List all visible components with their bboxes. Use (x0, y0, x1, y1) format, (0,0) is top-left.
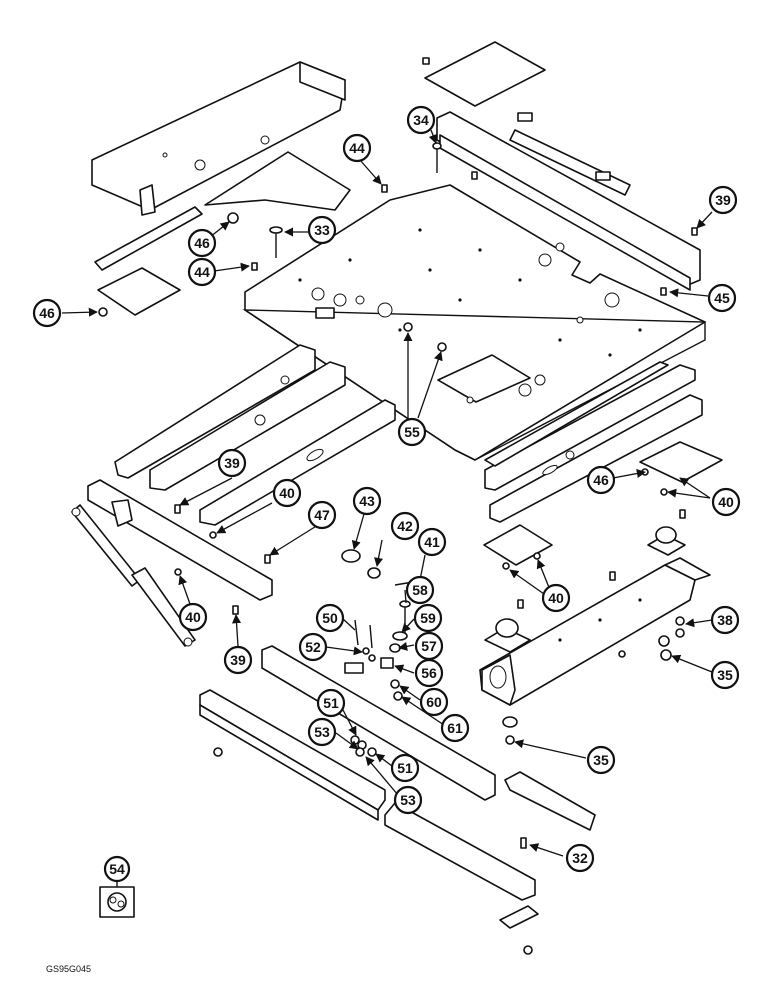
callout-53-lower: 53 (393, 785, 423, 815)
left-side-bar (87, 479, 273, 601)
svg-text:41: 41 (424, 534, 440, 550)
svg-text:44: 44 (349, 140, 365, 156)
left-strip (94, 206, 203, 271)
left-long-rails (114, 344, 396, 526)
svg-text:54: 54 (109, 861, 125, 877)
callout-55: 55 (397, 417, 427, 447)
svg-text:47: 47 (314, 507, 330, 523)
callout-53-upper: 53 (307, 717, 337, 747)
svg-text:33: 33 (314, 222, 330, 238)
lower-left-channel (199, 689, 386, 821)
callout-39-upper-right: 39 (708, 185, 738, 215)
svg-text:46: 46 (194, 235, 210, 251)
svg-text:40: 40 (718, 494, 734, 510)
callout-39-lower-left: 39 (223, 645, 253, 675)
svg-text:39: 39 (224, 455, 240, 471)
svg-text:34: 34 (413, 112, 429, 128)
svg-text:32: 32 (572, 850, 588, 866)
svg-text:45: 45 (714, 290, 730, 306)
right-long-rails (484, 361, 703, 523)
svg-text:40: 40 (548, 590, 564, 606)
callout-52: 52 (298, 632, 328, 662)
callout-45: 45 (707, 283, 737, 313)
left-small-plate (97, 267, 181, 316)
isolator-mount-upper (647, 526, 686, 556)
callout-32: 32 (565, 843, 595, 873)
svg-text:61: 61 (447, 720, 463, 736)
fasteners (98, 57, 698, 955)
svg-text:46: 46 (593, 472, 609, 488)
callout-57: 57 (414, 631, 444, 661)
callout-51-upper: 51 (316, 688, 346, 718)
box-crossmember (479, 557, 711, 706)
callout-46-upper: 46 (187, 228, 217, 258)
small-end-plate (499, 905, 539, 929)
svg-text:52: 52 (305, 639, 321, 655)
svg-text:53: 53 (400, 792, 416, 808)
svg-text:59: 59 (420, 610, 436, 626)
callout-44-upper: 44 (342, 133, 372, 163)
svg-text:53: 53 (314, 724, 330, 740)
callout-46-left: 46 (32, 298, 62, 328)
callout-61: 61 (440, 713, 470, 743)
svg-text:51: 51 (323, 695, 339, 711)
isolator-mount-lower (484, 618, 531, 653)
svg-text:51: 51 (397, 760, 413, 776)
svg-text:44: 44 (194, 264, 210, 280)
callout-33: 33 (307, 215, 337, 245)
callout-54: 54 (103, 855, 131, 883)
callout-56: 56 (414, 658, 444, 688)
diagonal-channel-upper (261, 645, 496, 801)
callout-59: 59 (413, 603, 443, 633)
callout-40-right: 40 (711, 487, 741, 517)
callout-40-left-rails: 40 (272, 478, 302, 508)
callout-43: 43 (352, 486, 382, 516)
leader-lines (61, 129, 713, 857)
svg-text:60: 60 (426, 694, 442, 710)
figure-code: GS95G045 (46, 964, 91, 974)
svg-text:50: 50 (322, 610, 338, 626)
triangular-plate (204, 151, 351, 211)
svg-text:38: 38 (717, 612, 733, 628)
upper-left-angle-bracket (91, 61, 346, 216)
svg-text:46: 46 (39, 305, 55, 321)
callout-47: 47 (307, 500, 337, 530)
svg-text:39: 39 (715, 192, 731, 208)
svg-text:56: 56 (421, 665, 437, 681)
svg-text:39: 39 (230, 652, 246, 668)
svg-text:57: 57 (421, 638, 437, 654)
svg-text:35: 35 (717, 667, 733, 683)
svg-text:58: 58 (412, 582, 428, 598)
callout-35-lower: 35 (586, 745, 616, 775)
svg-text:35: 35 (593, 752, 609, 768)
callout-58: 58 (405, 575, 435, 605)
mount-plate-middle (483, 524, 553, 566)
callout-35-right: 35 (710, 660, 740, 690)
callout-39-left-rails: 39 (217, 448, 247, 478)
svg-text:43: 43 (359, 493, 375, 509)
svg-text:40: 40 (279, 485, 295, 501)
callout-41: 41 (417, 527, 447, 557)
callout-46-right: 46 (586, 465, 616, 495)
mount-plate-upper-right (639, 441, 723, 483)
svg-text:55: 55 (404, 424, 420, 440)
svg-text:40: 40 (185, 609, 201, 625)
callout-40-strut: 40 (178, 602, 208, 632)
upper-right-cover-plate (424, 41, 546, 107)
svg-text:42: 42 (397, 518, 413, 534)
callout-42: 42 (390, 511, 420, 541)
callout-44-left: 44 (187, 257, 217, 287)
callout-60: 60 (419, 687, 449, 717)
grommet-item-box (99, 881, 135, 918)
rubber-strip (509, 112, 631, 196)
callout-51-lower: 51 (390, 753, 420, 783)
callout-40-middle: 40 (541, 583, 571, 613)
callout-38: 38 (710, 605, 740, 635)
callout-50: 50 (315, 603, 345, 633)
gas-strut (71, 504, 196, 647)
callout-34: 34 (406, 105, 436, 135)
